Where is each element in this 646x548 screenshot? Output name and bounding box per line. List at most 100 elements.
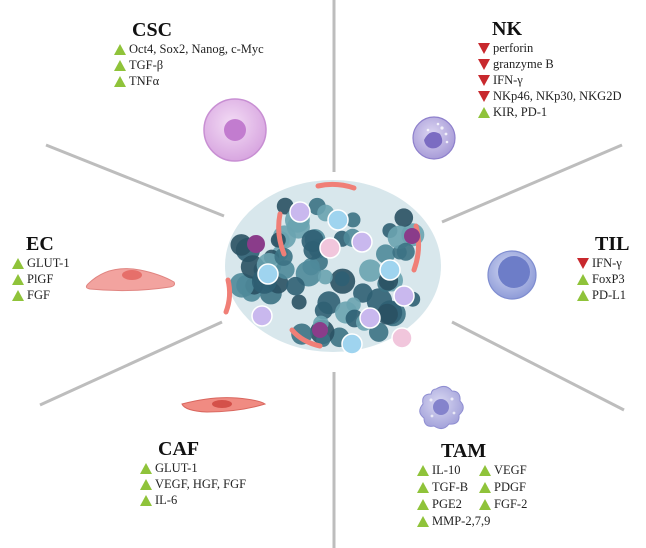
marker-label: PDGF <box>494 480 526 494</box>
marker-row: PGE2 <box>417 496 479 512</box>
tumor-cell <box>334 271 350 287</box>
up-arrow-icon <box>12 289 24 301</box>
marker-row: FGF-2 <box>479 496 569 512</box>
tumor-immune-cell <box>351 231 373 253</box>
tumor-cell <box>230 234 253 256</box>
marker-label: Oct4, Sox2, Nanog, c-Myc <box>129 42 264 56</box>
tumor-immune-cell <box>393 285 415 307</box>
tam-cell-illustration <box>419 385 464 430</box>
divider-upper-right <box>441 143 623 224</box>
csc-title: CSC <box>132 19 173 41</box>
marker-row: NKp46, NKp30, NKG2D <box>478 88 621 104</box>
up-arrow-icon <box>12 273 24 285</box>
marker-label: granzyme B <box>493 57 554 71</box>
divider-lines <box>39 0 625 548</box>
tumor-macrophages <box>247 228 420 338</box>
marker-row: TGF-B <box>417 479 479 495</box>
down-arrow-icon <box>478 90 490 102</box>
up-arrow-icon <box>478 106 490 118</box>
up-arrow-icon <box>479 464 491 476</box>
marker-label: GLUT-1 <box>27 256 70 270</box>
down-arrow-icon <box>478 42 490 54</box>
up-arrow-icon <box>417 464 429 476</box>
marker-row: PD-L1 <box>577 287 629 303</box>
tumor-cell <box>274 247 293 266</box>
tumor-cell <box>314 301 333 320</box>
marker-row: GLUT-1 <box>140 460 246 476</box>
tumor-immune-cell <box>327 209 349 231</box>
marker-row: FoxP3 <box>577 271 629 287</box>
marker-label: FGF <box>27 288 50 302</box>
marker-label: IFN-γ <box>493 73 523 87</box>
marker-label: IL-10 <box>432 463 461 477</box>
marker-row: PDGF <box>479 479 569 495</box>
tumor-immune-cell <box>319 237 341 259</box>
up-arrow-icon <box>114 59 126 71</box>
tumor-cell <box>291 294 307 310</box>
tumor-cell <box>317 269 333 285</box>
marker-row: IL-6 <box>140 492 246 508</box>
divider-lower-left <box>39 320 223 407</box>
up-arrow-icon <box>417 515 429 527</box>
marker-row: Oct4, Sox2, Nanog, c-Myc <box>114 41 264 57</box>
marker-label: NKp46, NKp30, NKG2D <box>493 89 622 103</box>
divider-lower-right <box>451 320 625 412</box>
down-arrow-icon <box>577 257 589 269</box>
up-arrow-icon <box>479 498 491 510</box>
marker-row: IFN-γ <box>478 72 621 88</box>
marker-row: granzyme B <box>478 56 621 72</box>
tumor-cell <box>376 303 398 325</box>
ec-cell-illustration <box>85 268 175 292</box>
marker-label: KIR, PD-1 <box>493 105 548 119</box>
up-arrow-icon <box>417 498 429 510</box>
tam-title: TAM <box>441 440 487 462</box>
tumor-immune-cell <box>379 259 401 281</box>
tumor-immune-cell <box>289 201 311 223</box>
tumor-cell <box>394 208 414 227</box>
marker-label: perforin <box>493 41 534 55</box>
tumor-cell <box>286 276 305 296</box>
marker-row: VEGF, HGF, FGF <box>140 476 246 492</box>
tumor-immune-cell <box>257 263 279 285</box>
marker-label: GLUT-1 <box>155 461 198 475</box>
tumor-cell <box>353 283 373 303</box>
marker-label: TGF-B <box>432 480 469 494</box>
csc-cell-illustration <box>203 98 267 162</box>
ec-title: EC <box>26 233 54 255</box>
tumor-mass-illustration <box>223 180 441 355</box>
marker-label: VEGF, HGF, FGF <box>155 477 247 491</box>
up-arrow-icon <box>140 478 152 490</box>
marker-label: TGF-β <box>129 58 164 72</box>
marker-row: VEGF <box>479 462 569 478</box>
tumor-immune-cell <box>341 333 363 355</box>
marker-label: IFN-γ <box>592 256 622 270</box>
marker-label: PD-L1 <box>592 288 627 302</box>
marker-label: PlGF <box>27 272 54 286</box>
tumor-cell <box>301 229 324 252</box>
marker-label: IL-6 <box>155 493 178 507</box>
tumor-cell <box>346 297 361 312</box>
up-arrow-icon <box>417 481 429 493</box>
up-arrow-icon <box>577 273 589 285</box>
divider-upper-left <box>45 143 225 218</box>
marker-row: KIR, PD-1 <box>478 104 621 120</box>
tumor-immune-cell <box>391 327 413 349</box>
tumor-cell <box>376 244 396 264</box>
marker-row: FGF <box>12 287 70 303</box>
down-arrow-icon <box>478 58 490 70</box>
marker-row: GLUT-1 <box>12 255 70 271</box>
marker-label: TNFα <box>129 74 160 88</box>
tumor-cell <box>229 273 255 298</box>
marker-label: PGE2 <box>432 497 462 511</box>
tumor-cell <box>359 259 382 282</box>
caf-title: CAF <box>158 438 200 460</box>
